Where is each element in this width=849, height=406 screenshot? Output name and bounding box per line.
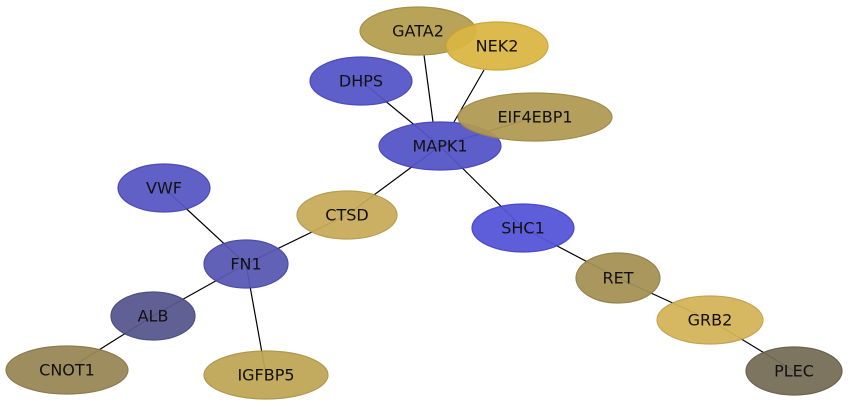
node-shc1[interactable]: SHC1 xyxy=(471,203,575,253)
node-ellipse[interactable] xyxy=(445,21,549,71)
node-alb[interactable]: ALB xyxy=(110,291,196,341)
edge-mapk1-gata2 xyxy=(423,54,434,123)
node-label: VWF xyxy=(146,179,182,198)
node-mapk1[interactable]: MAPK1 xyxy=(378,121,502,171)
node-vwf[interactable]: VWF xyxy=(117,163,211,213)
node-label: PLEC xyxy=(774,362,814,381)
node-ellipse[interactable] xyxy=(745,346,843,396)
node-label: CNOT1 xyxy=(39,361,95,380)
node-label: CTSD xyxy=(325,206,368,225)
node-ellipse[interactable] xyxy=(296,190,398,240)
node-label: SHC1 xyxy=(501,219,545,238)
node-label: GRB2 xyxy=(688,311,733,330)
node-ellipse[interactable] xyxy=(110,291,196,341)
node-fn1[interactable]: FN1 xyxy=(203,239,289,289)
node-ellipse[interactable] xyxy=(378,121,502,171)
node-ellipse[interactable] xyxy=(457,92,613,142)
node-label: RET xyxy=(603,269,634,288)
node-ellipse[interactable] xyxy=(471,203,575,253)
node-dhps[interactable]: DHPS xyxy=(309,56,413,106)
node-label: DHPS xyxy=(339,72,383,91)
node-ellipse[interactable] xyxy=(309,56,413,106)
node-label: GATA2 xyxy=(392,22,444,41)
node-ellipse[interactable] xyxy=(575,252,661,304)
node-label: FN1 xyxy=(230,255,261,274)
node-label: ALB xyxy=(138,307,169,326)
node-ellipse[interactable] xyxy=(5,345,129,395)
node-cnot1[interactable]: CNOT1 xyxy=(5,345,129,395)
node-label: NEK2 xyxy=(476,37,519,56)
node-ellipse[interactable] xyxy=(203,350,329,400)
node-plec[interactable]: PLEC xyxy=(745,346,843,396)
node-ret[interactable]: RET xyxy=(575,252,661,304)
node-ellipse[interactable] xyxy=(117,163,211,213)
node-ctsd[interactable]: CTSD xyxy=(296,190,398,240)
node-ellipse[interactable] xyxy=(656,295,764,345)
node-label: IGFBP5 xyxy=(237,366,294,385)
node-grb2[interactable]: GRB2 xyxy=(656,295,764,345)
node-label: EIF4EBP1 xyxy=(497,108,572,127)
node-label: MAPK1 xyxy=(412,137,467,156)
node-eif4ebp1[interactable]: EIF4EBP1 xyxy=(457,92,613,142)
node-igfbp5[interactable]: IGFBP5 xyxy=(203,350,329,400)
node-nek2[interactable]: NEK2 xyxy=(445,21,549,71)
node-ellipse[interactable] xyxy=(203,239,289,289)
